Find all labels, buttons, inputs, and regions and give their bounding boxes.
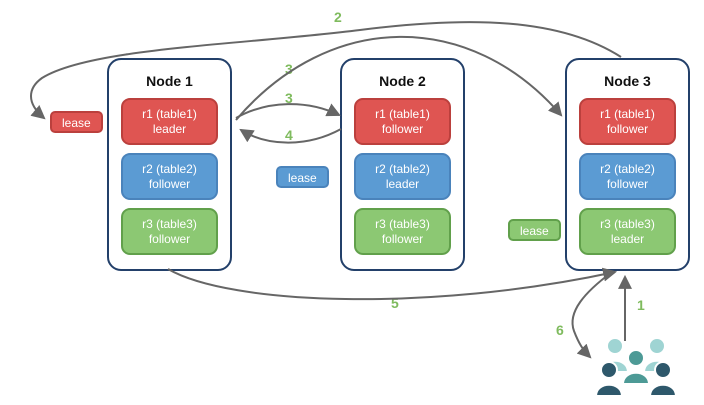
step-label-3a: 3 (285, 61, 293, 77)
replica-label: r1 (table1) (375, 106, 430, 121)
node-3-replica-r1: r1 (table1) follower (579, 98, 676, 145)
node-3-title: Node 3 (604, 73, 651, 89)
replica-role: follower (148, 231, 191, 246)
node-3-replica-r2: r2 (table2) follower (579, 153, 676, 200)
replica-label: r2 (table2) (600, 161, 655, 176)
arrow-step3-leader-to-node2-follower (235, 103, 341, 119)
replica-label: r3 (table3) (600, 216, 655, 231)
replica-label: r2 (table2) (142, 161, 197, 176)
node-2: Node 2 r1 (table1) follower r2 (table2) … (340, 58, 465, 271)
replica-label: r2 (table2) (375, 161, 430, 176)
replica-role: leader (385, 176, 420, 191)
replica-label: r1 (table1) (600, 106, 655, 121)
replica-role: leader (610, 231, 645, 246)
node-2-replica-r2: r2 (table2) leader (354, 153, 451, 200)
node-3-replica-r3: r3 (table3) leader (579, 208, 676, 255)
lease-badge-table2: lease (276, 166, 329, 188)
lease-badge-table3: lease (508, 219, 561, 241)
replica-role: follower (606, 121, 649, 136)
step-label-1: 1 (637, 297, 645, 313)
node-3: Node 3 r1 (table1) follower r2 (table2) … (565, 58, 690, 271)
replica-label: r3 (table3) (375, 216, 430, 231)
node-1-replica-r1: r1 (table1) leader (121, 98, 218, 145)
node-2-replica-r1: r1 (table1) follower (354, 98, 451, 145)
replica-role: follower (148, 176, 191, 191)
step-label-2: 2 (334, 9, 342, 25)
replica-role: follower (606, 176, 649, 191)
node-1-replica-r3: r3 (table3) follower (121, 208, 218, 255)
node-2-replica-r3: r3 (table3) follower (354, 208, 451, 255)
step-label-5: 5 (391, 295, 399, 311)
node-1-title: Node 1 (146, 73, 193, 89)
step-label-3b: 3 (285, 90, 293, 106)
step-label-6: 6 (556, 322, 564, 338)
users-icon (595, 337, 677, 397)
replica-role: follower (381, 121, 424, 136)
step-label-4: 4 (285, 127, 293, 143)
replica-label: r3 (table3) (142, 216, 197, 231)
replica-label: r1 (table1) (142, 106, 197, 121)
node-1-replica-r2: r2 (table2) follower (121, 153, 218, 200)
node-1: Node 1 r1 (table1) leader r2 (table2) fo… (107, 58, 232, 271)
replica-role: follower (381, 231, 424, 246)
lease-badge-table1: lease (50, 111, 103, 133)
replica-role: leader (152, 121, 187, 136)
node-2-title: Node 2 (379, 73, 426, 89)
